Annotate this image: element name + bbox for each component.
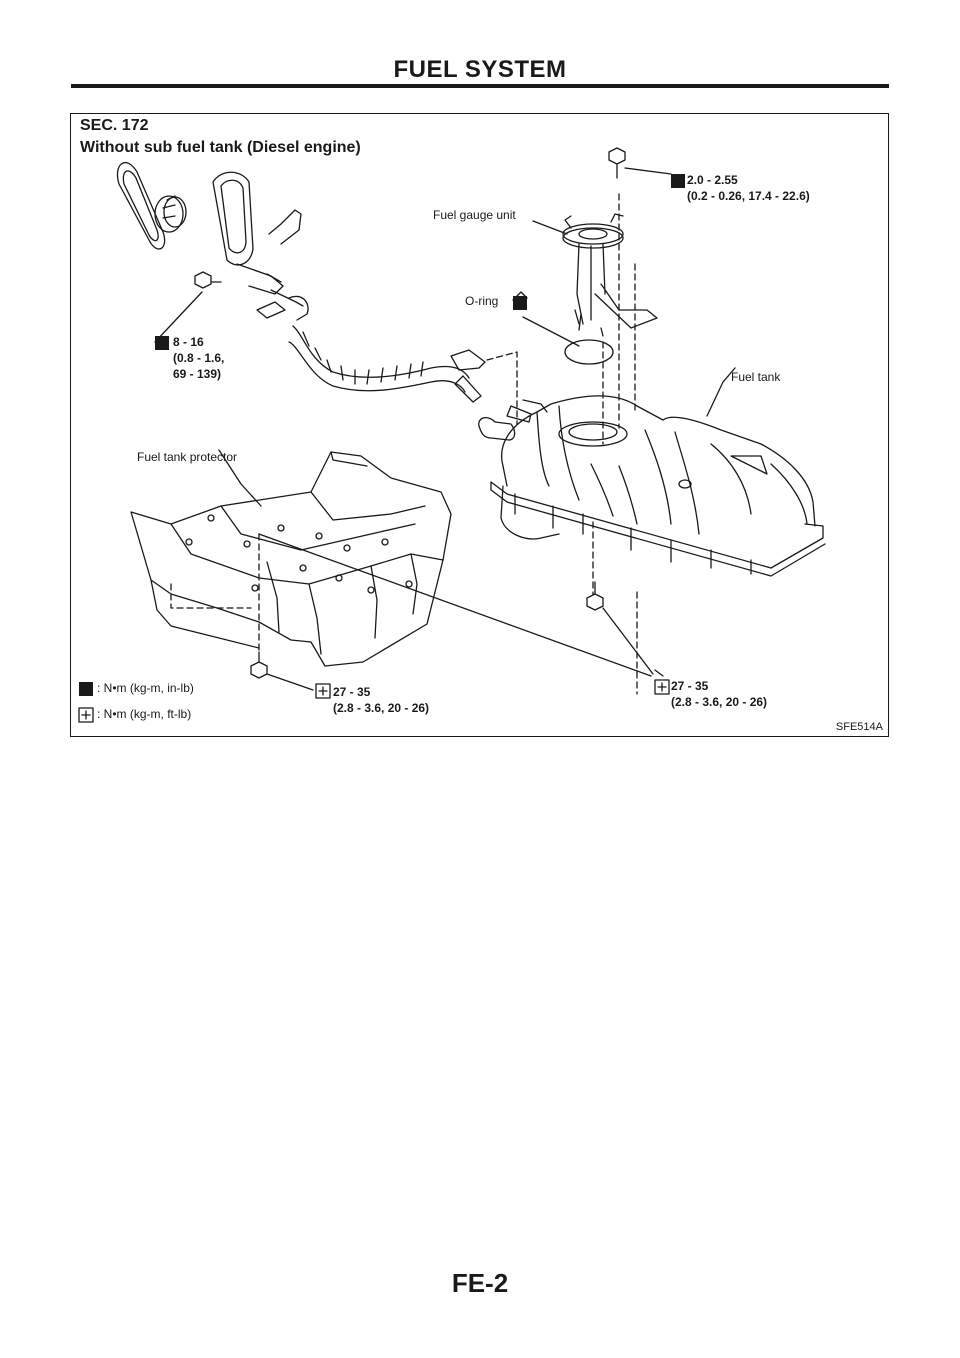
torque-icon-gauge-bolt [671,174,685,188]
legend-icon-in-lb [79,682,93,696]
fuel-tank-protector-drawing [130,449,652,677]
label-fuel-gauge-unit: Fuel gauge unit [433,208,516,222]
label-fuel-tank-protector: Fuel tank protector [137,450,238,464]
o-ring-drawing [512,291,614,365]
fuel-tank-drawing [478,367,826,577]
protector-bolt-drawing [250,651,314,691]
torque-icon-filler-bolt [155,336,169,350]
torque-icon-tank-bolt [654,679,670,695]
figure-variant-title: Without sub fuel tank (Diesel engine) [80,139,361,156]
filler-gasket-drawing [116,161,166,250]
fuel-tank-exploded-diagram [78,147,826,723]
label-o-ring: O-ring [465,294,499,308]
section-title: FUEL SYSTEM [393,56,567,83]
header-rule [71,84,889,88]
o-ring-replace-icon [513,296,527,310]
fuel-gauge-unit-drawing [532,213,658,337]
page-number: FE-2 [451,1268,509,1298]
legend-ft-lb: : N•m (kg-m, ft-lb) [97,707,192,721]
torque-gauge-bolt: 2.0 - 2.55 (0.2 - 0.26, 17.4 - 22.6) [687,173,810,203]
torque-filler-bolt: 8 - 16 (0.8 - 1.6, 69 - 139) [173,335,225,381]
section-number: SEC. 172 [80,117,149,134]
tank-bolt-drawing [586,581,664,677]
alignment-lines [170,193,638,695]
torque-protector-bolt: 27 - 35 (2.8 - 3.6, 20 - 26) [333,685,430,715]
exploded-view-figure: SEC. 172 Without sub fuel tank (Diesel e… [70,113,889,737]
legend-icon-ft-lb [78,707,94,723]
torque-icon-protector-bolt [315,683,331,699]
filler-cap-drawing [154,195,187,233]
legend-in-lb: : N•m (kg-m, in-lb) [97,681,194,695]
figure-code: SFE514A [835,721,883,733]
filler-bolt-drawing [154,271,222,343]
filler-neck-drawing [212,171,304,307]
torque-tank-bolt: 27 - 35 (2.8 - 3.6, 20 - 26) [671,679,768,709]
label-fuel-tank: Fuel tank [731,370,781,384]
fuel-hose-drawing [256,295,486,403]
gauge-bolt-drawing [608,147,672,179]
